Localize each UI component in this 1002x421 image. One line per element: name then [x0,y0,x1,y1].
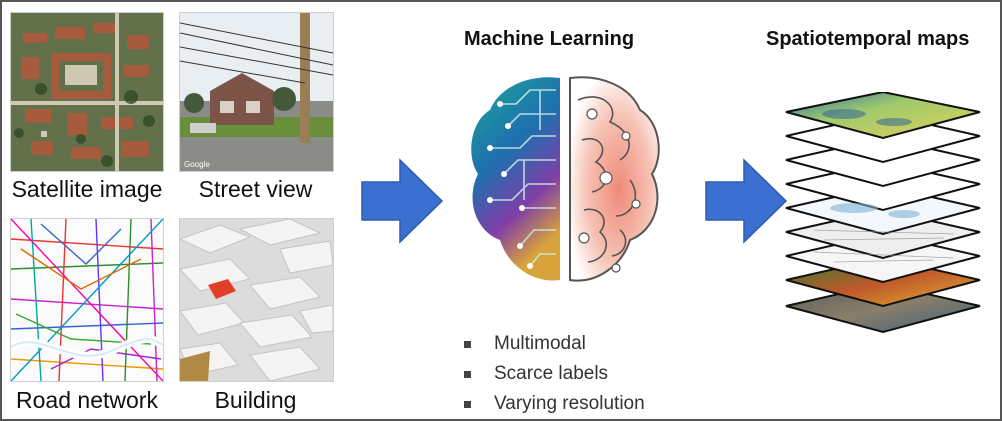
bullet-square-icon [464,401,471,408]
bullet-text: Scarce labels [494,363,609,384]
brain-icon [471,76,660,282]
spatiotemporal-maps-title: Spatiotemporal maps [766,28,970,50]
road-network-tile [10,218,164,382]
street-view-tile: Google [179,12,334,172]
list-item: Varying resolution [464,389,645,419]
right-arrow-icon [361,158,444,244]
bullet-square-icon [464,341,471,348]
bullet-text: Varying resolution [494,393,645,414]
list-item: Multimodal [464,329,645,359]
bullet-square-icon [464,371,471,378]
svg-text:Google: Google [184,160,210,169]
road-network-caption: Road network [16,387,158,413]
machine-learning-title: Machine Learning [464,28,635,50]
ml-challenges-list: Multimodal Scarce labels Varying resolut… [464,329,645,419]
satellite-image-caption: Satellite image [11,176,163,202]
building-tile [179,218,334,382]
street-view-caption: Street view [198,176,313,202]
stacked-map-layers-icon [785,92,981,334]
satellite-image-tile [10,12,164,172]
bullet-text: Multimodal [494,333,586,354]
building-caption: Building [214,387,297,413]
right-arrow-icon [705,158,788,244]
list-item: Scarce labels [464,359,645,389]
